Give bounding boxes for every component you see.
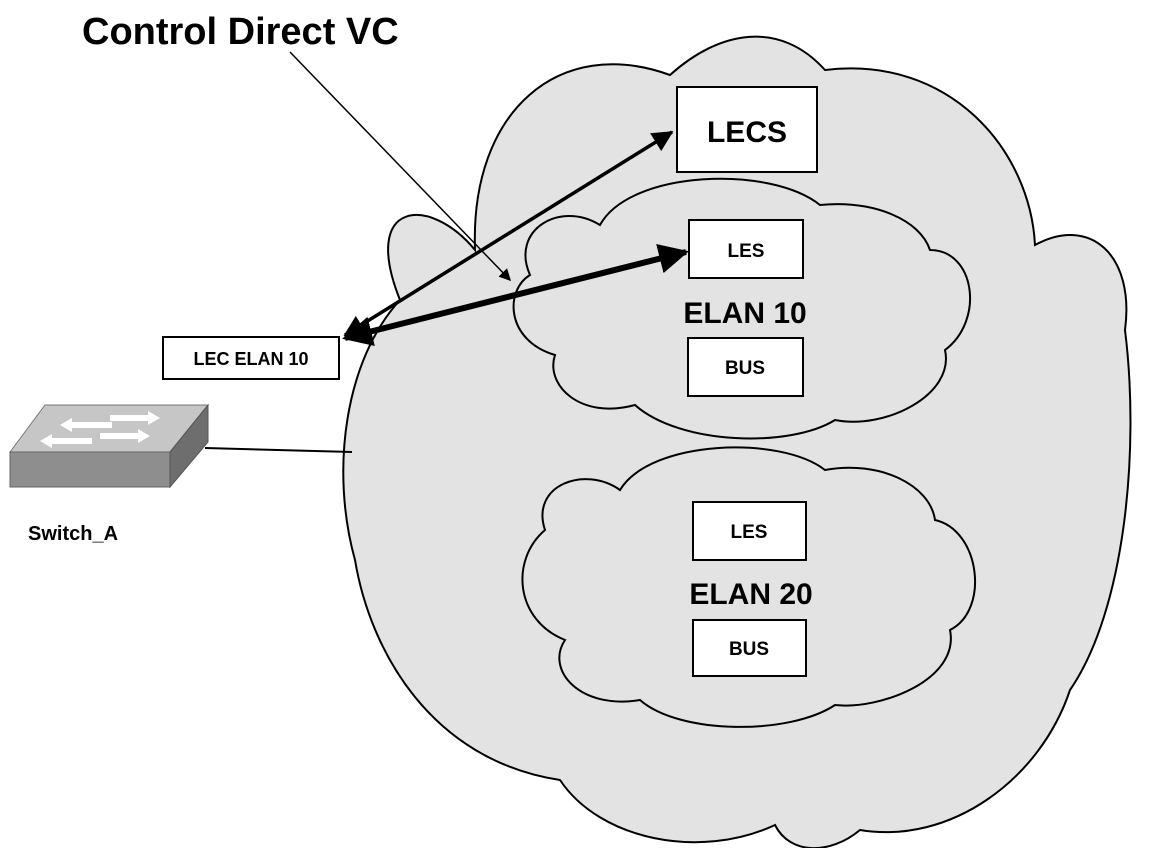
lec-to-les-arrow: [342, 244, 689, 346]
network-switch-icon: [9, 403, 210, 489]
elan-20-cloud: [521, 446, 977, 728]
lec-label: LEC ELAN 10: [193, 349, 308, 369]
elan-10-bus-box: BUS: [687, 337, 804, 397]
lec-box: LEC ELAN 10: [162, 336, 340, 380]
lecs-box: LECS: [676, 86, 818, 173]
elan-20-name: ELAN 20: [689, 578, 812, 611]
elan-10-bus-label: BUS: [725, 358, 765, 379]
elan-20-bus-box: BUS: [692, 619, 807, 677]
switch-label: Switch_A: [28, 523, 118, 545]
elan-10-les-label: LES: [728, 241, 765, 262]
elan-20-les-box: LES: [692, 501, 807, 561]
elan-20-bus-label: BUS: [729, 639, 769, 660]
diagram-title: Control Direct VC: [82, 11, 399, 53]
elan-10-name: ELAN 10: [683, 297, 806, 330]
switch-link: [204, 447, 353, 453]
lecs-label: LECS: [707, 116, 787, 149]
elan-10-les-box: LES: [688, 219, 804, 279]
elan-20-les-label: LES: [731, 522, 768, 543]
